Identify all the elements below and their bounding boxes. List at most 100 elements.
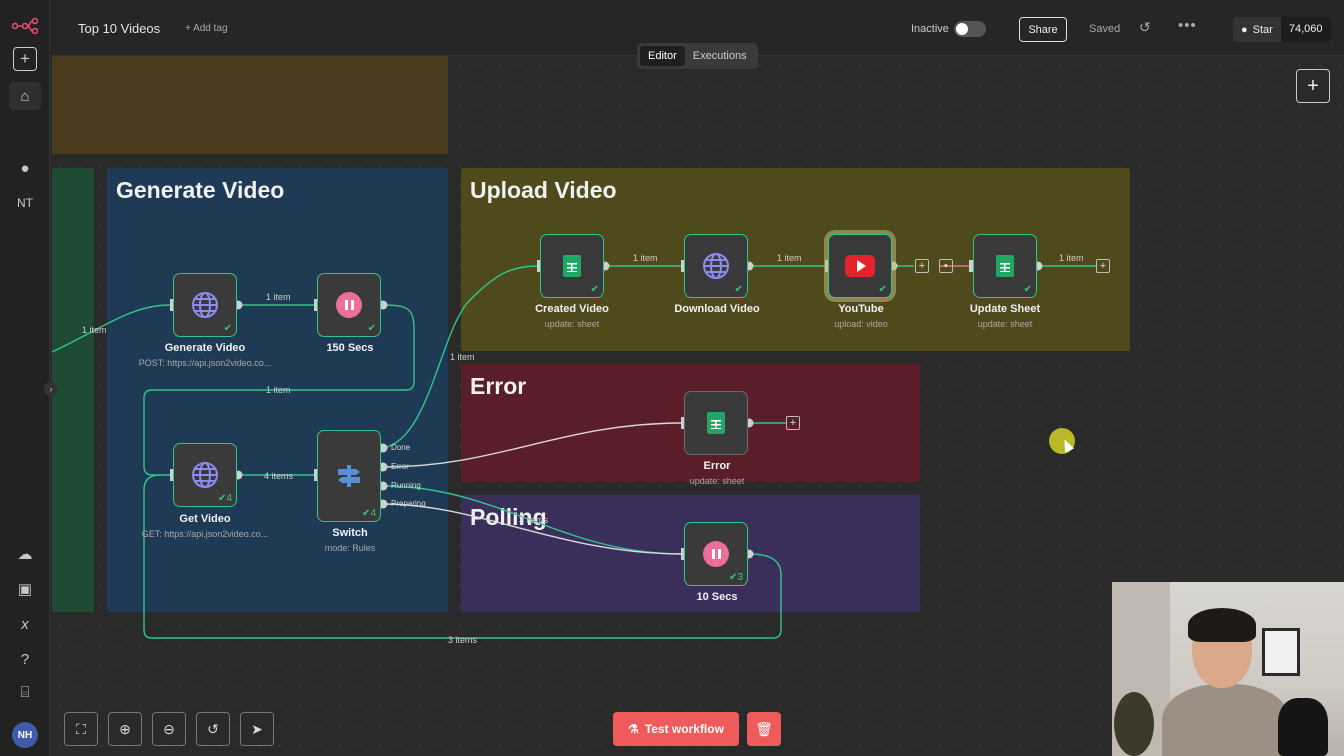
node-subtitle: upload: video: [834, 319, 888, 329]
connection-label: 1 item: [266, 292, 291, 302]
switch-output-done: Done: [391, 443, 411, 452]
add-node-plus-icon[interactable]: +: [786, 416, 800, 430]
node-get-video[interactable]: ✔4: [173, 443, 237, 507]
workflow-title[interactable]: Top 10 Videos: [78, 21, 161, 36]
toggle-knob: [956, 23, 968, 35]
success-check-icon: ✔4: [362, 508, 376, 519]
saved-status: Saved: [1089, 23, 1121, 35]
success-check-icon: ✔: [223, 323, 232, 334]
connection-label: 1 item: [633, 253, 658, 263]
add-tag-link[interactable]: + Add tag: [185, 23, 228, 34]
n8n-logo-icon[interactable]: [9, 12, 41, 40]
cloud-icon[interactable]: ☁: [17, 546, 33, 563]
node-wait-10-secs[interactable]: ✔3: [684, 522, 748, 586]
success-check-icon: ✔4: [218, 493, 232, 504]
globe-icon: [192, 292, 218, 318]
connection-label: 1 item: [1059, 253, 1084, 263]
more-icon[interactable]: •••: [1178, 17, 1197, 34]
bot-icon[interactable]: ▣: [17, 581, 33, 598]
node-label: YouTube: [838, 303, 884, 315]
variables-icon[interactable]: x: [21, 615, 29, 633]
node-label: Download Video: [674, 303, 760, 315]
trash-icon[interactable]: 🗑: [747, 712, 781, 746]
connection-label: 3 items: [448, 635, 478, 645]
test-workflow-button[interactable]: ⚗ Test workflow: [613, 712, 739, 746]
run-count: 4: [370, 508, 376, 519]
webcam-overlay: [1112, 582, 1344, 756]
switch-icon: [338, 465, 360, 487]
tab-executions[interactable]: Executions: [692, 50, 747, 62]
node-error[interactable]: [684, 391, 748, 455]
avatar[interactable]: NH: [12, 722, 38, 748]
test-workflow-label: Test workflow: [644, 722, 724, 736]
add-node-plus-icon[interactable]: +: [915, 259, 929, 273]
connection-label: 1 item: [82, 325, 107, 335]
sticky-note-top[interactable]: [52, 56, 448, 154]
zoom-out-icon[interactable]: ⊖: [152, 712, 186, 746]
switch-output-running: Running: [391, 481, 421, 490]
connection-label: 1 item: [266, 385, 291, 395]
globe-icon: [192, 462, 218, 488]
history-icon[interactable]: ↺: [1139, 19, 1151, 35]
globe-icon: [703, 253, 729, 279]
editor-tabs: Editor Executions: [637, 43, 758, 69]
home-icon[interactable]: ⌂: [9, 82, 41, 110]
webcam-person-body: [1162, 684, 1290, 756]
sheets-icon: [563, 255, 581, 277]
sticky-title: Generate Video: [116, 177, 285, 203]
github-star-label: Star: [1252, 23, 1273, 36]
github-star: ● Star: [1233, 17, 1281, 42]
node-generate-video[interactable]: ✔: [173, 273, 237, 337]
webcam-person-hair: [1188, 608, 1256, 642]
share-button[interactable]: Share: [1019, 17, 1067, 42]
sticky-note-left[interactable]: [52, 168, 94, 612]
pause-icon: [336, 292, 362, 318]
mouse-highlight: [1049, 428, 1075, 454]
node-wait-150-secs[interactable]: ✔: [317, 273, 381, 337]
user-icon[interactable]: ●: [20, 159, 30, 177]
tab-editor[interactable]: Editor: [640, 46, 685, 66]
node-youtube[interactable]: ✔: [828, 234, 892, 298]
zoom-in-icon[interactable]: ⊕: [108, 712, 142, 746]
node-subtitle: update: sheet: [977, 319, 1033, 329]
run-count: 4: [226, 493, 232, 504]
switch-output-preparing: Preparing: [391, 499, 426, 508]
sticky-title: Error: [470, 373, 527, 399]
node-label: Get Video: [179, 513, 231, 525]
node-download-video[interactable]: ✔: [684, 234, 748, 298]
node-label: 150 Secs: [326, 342, 374, 354]
sheets-icon: [996, 255, 1014, 277]
success-check-icon: ✔: [878, 284, 887, 295]
node-created-video[interactable]: ✔: [540, 234, 604, 298]
webcam-plant: [1114, 692, 1154, 756]
canvas-controls: ⛶ ⊕ ⊖ ↺ ➤: [64, 712, 274, 746]
node-update-sheet[interactable]: ✔: [973, 234, 1037, 298]
left-sidebar: + ⌂ ● NT ☁ ▣ x ? ⌸ NH: [0, 0, 50, 756]
delete-connection-trash-icon[interactable]: ▪: [939, 259, 953, 273]
add-workflow-plus-icon[interactable]: +: [13, 47, 37, 71]
node-label: Switch: [332, 527, 368, 539]
add-node-plus-icon[interactable]: +: [1096, 259, 1110, 273]
reset-zoom-icon[interactable]: ↺: [196, 712, 230, 746]
collapse-sidebar-chevron-icon[interactable]: ›: [44, 382, 58, 396]
cursor-icon[interactable]: ➤: [240, 712, 274, 746]
success-check-icon: ✔: [367, 323, 376, 334]
help-icon[interactable]: ?: [20, 650, 30, 668]
fit-view-icon[interactable]: ⛶: [64, 712, 98, 746]
success-check-icon: ✔3: [729, 572, 743, 583]
success-check-icon: ✔: [590, 284, 599, 295]
github-star-button[interactable]: ● Star 74,060: [1233, 17, 1331, 42]
node-switch[interactable]: ✔4: [317, 430, 381, 522]
active-toggle[interactable]: [954, 21, 986, 37]
open-nodes-panel-plus-icon[interactable]: +: [1296, 69, 1330, 103]
connection-label: 3 items: [519, 515, 549, 525]
node-subtitle: POST: https://api.json2video.co...: [138, 358, 272, 368]
node-label: Created Video: [535, 303, 609, 315]
github-icon: ●: [1241, 23, 1248, 36]
node-label: Error: [703, 460, 731, 472]
gift-icon[interactable]: ⌸: [20, 683, 30, 701]
run-count: 3: [737, 572, 743, 583]
project-initials[interactable]: NT: [17, 196, 33, 210]
connection-label: 1 item: [450, 352, 475, 362]
youtube-icon: [845, 255, 875, 277]
